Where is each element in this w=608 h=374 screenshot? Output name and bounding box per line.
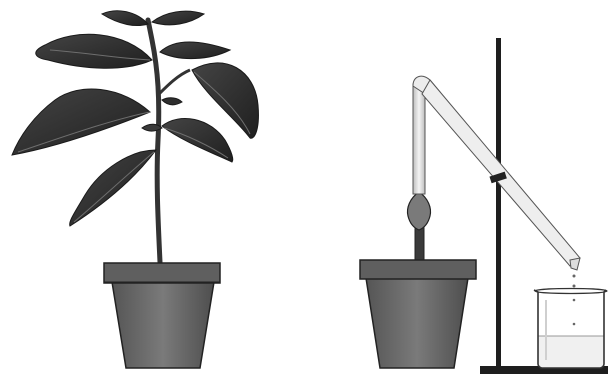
glass-tube-tip (570, 258, 580, 270)
right-pot-rim (360, 260, 476, 279)
drop (573, 275, 576, 278)
drop (573, 285, 576, 288)
plant-side-stem (158, 70, 190, 95)
leaf-stub (162, 98, 182, 105)
leaf-small-middle (142, 124, 162, 131)
leaf-upper-left (36, 34, 152, 68)
beaker-liquid (538, 336, 604, 368)
drop (573, 323, 576, 326)
leaf-middle-left (12, 89, 150, 155)
plant-leaves (12, 11, 258, 226)
beaker (534, 289, 607, 369)
left-pot-rim (104, 263, 220, 283)
falling-drops (573, 275, 576, 326)
left-pot-body (112, 282, 214, 368)
left-flowerpot (104, 263, 220, 368)
drop (573, 299, 576, 302)
rubber-connector (407, 192, 430, 230)
leaf-top-left (102, 11, 148, 26)
potted-plant (12, 11, 258, 368)
glass-tube-vertical (413, 84, 425, 194)
beaker-rim (535, 289, 607, 294)
right-pot-body (366, 278, 468, 368)
stem-apparatus (360, 38, 608, 374)
leaf-top-right (152, 11, 204, 25)
leaf-upper-right (160, 42, 230, 59)
right-flowerpot (360, 260, 476, 368)
plant-stem (148, 20, 160, 262)
ring-stand-rod (496, 38, 501, 368)
